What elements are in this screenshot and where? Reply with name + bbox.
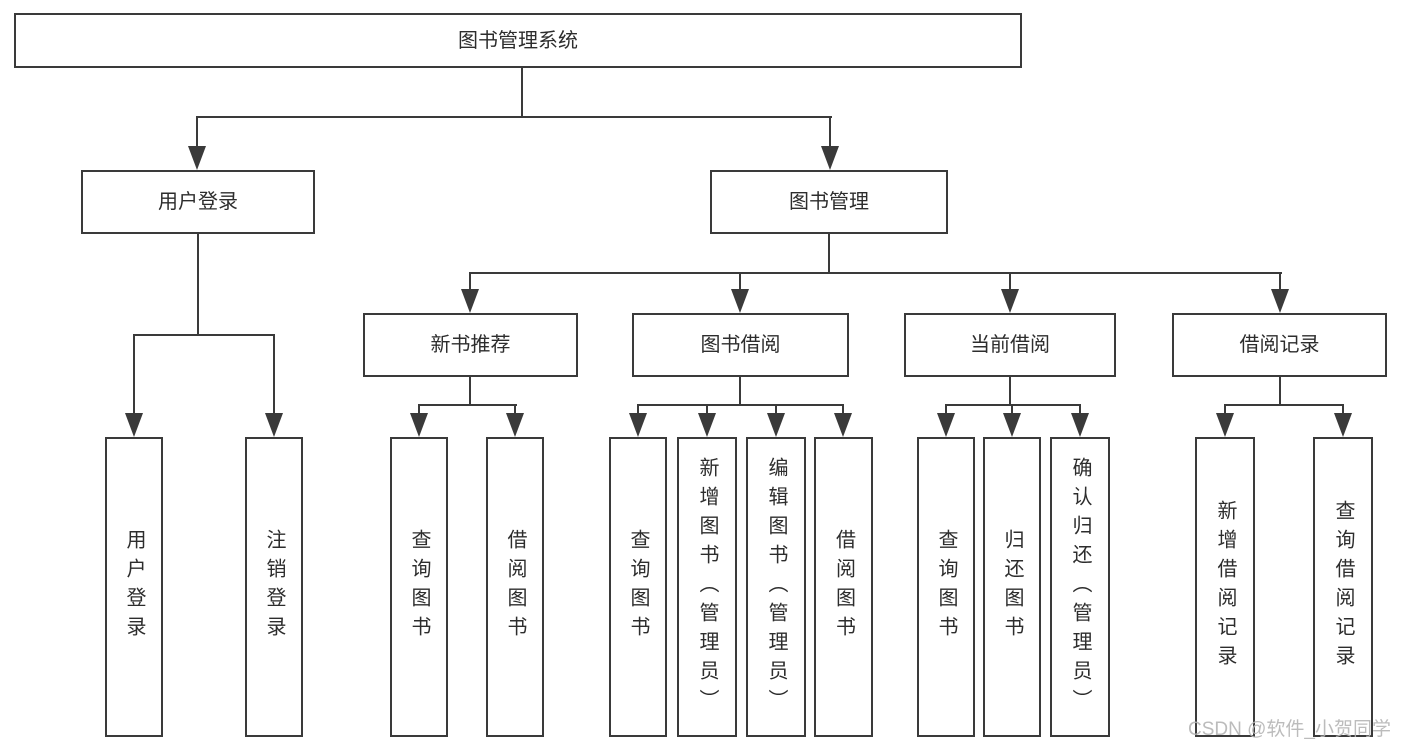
csdn-watermark: CSDN @软件_小贺同学	[1188, 719, 1391, 740]
connector-drop-leaf	[514, 404, 516, 414]
node-label: 图书管理系统	[458, 29, 578, 52]
leaf-user-login: 用户登录	[105, 437, 163, 737]
connector-drop-leaf	[1224, 404, 1226, 414]
node-label: 图书管理	[789, 191, 869, 213]
leaf-label: 新增图书（管理员）	[696, 456, 718, 718]
leaf-borrow-books: 借阅图书	[814, 437, 873, 737]
leaf-return-books: 归还图书	[983, 437, 1041, 737]
leaf-label: 查询图书	[408, 529, 430, 645]
connector-book-mgmt-split	[469, 272, 1282, 274]
node-current-borrowing: 当前借阅	[904, 313, 1116, 377]
leaf-query-books-borrowing: 查询图书	[609, 437, 667, 737]
arrow-down-icon	[937, 413, 955, 437]
connector-drop-current-borrow	[1009, 272, 1011, 289]
connector-stem	[1279, 377, 1281, 406]
leaf-label: 用户登录	[123, 529, 145, 645]
node-book-borrowing: 图书借阅	[632, 313, 849, 377]
connector-drop-leaf	[842, 404, 844, 414]
connector-drop-leaf	[637, 404, 639, 414]
leaf-label: 借阅图书	[504, 529, 526, 645]
arrow-down-icon	[1071, 413, 1089, 437]
connector-drop-leaf	[706, 404, 708, 414]
node-new-book-recommend: 新书推荐	[363, 313, 578, 377]
leaf-confirm-return-admin: 确认归还（管理员）	[1050, 437, 1110, 737]
arrow-down-icon	[1271, 289, 1289, 313]
arrow-down-icon	[731, 289, 749, 313]
arrow-down-icon	[629, 413, 647, 437]
connector-drop-leaf	[133, 334, 135, 414]
leaf-query-borrow-record: 查询借阅记录	[1313, 437, 1373, 737]
leaf-label: 借阅图书	[832, 529, 855, 645]
arrow-down-icon	[125, 413, 143, 437]
leaf-add-books-admin: 新增图书（管理员）	[677, 437, 737, 737]
connector-drop-book-mgmt	[829, 116, 831, 147]
arrow-down-icon	[506, 413, 524, 437]
arrow-down-icon	[265, 413, 283, 437]
connector-root-split	[196, 116, 832, 118]
connector-drop-leaf	[775, 404, 777, 414]
leaf-label: 查询图书	[935, 529, 957, 645]
arrow-down-icon	[1334, 413, 1352, 437]
connector-split	[418, 404, 517, 406]
node-label: 新书推荐	[430, 334, 511, 356]
connector-drop-leaf	[1011, 404, 1013, 414]
connector-drop-user-login	[196, 116, 198, 147]
leaf-add-borrow-record: 新增借阅记录	[1195, 437, 1255, 737]
leaf-label: 查询借阅记录	[1332, 500, 1354, 674]
node-label: 用户登录	[158, 191, 238, 213]
connector-split	[1224, 404, 1344, 406]
arrow-down-icon	[188, 146, 206, 170]
connector-stem	[469, 377, 471, 406]
connector-user-login-split	[133, 334, 275, 336]
leaf-query-books-current: 查询图书	[917, 437, 975, 737]
arrow-down-icon	[767, 413, 785, 437]
node-label: 图书借阅	[700, 334, 781, 356]
arrow-down-icon	[698, 413, 716, 437]
leaf-label: 注销登录	[263, 529, 285, 645]
connector-drop-borrow-records	[1279, 272, 1281, 289]
connector-stem	[1009, 377, 1011, 406]
connector-book-mgmt-stem	[828, 234, 830, 274]
connector-split	[945, 404, 1081, 406]
leaf-logout: 注销登录	[245, 437, 303, 737]
arrow-down-icon	[1003, 413, 1021, 437]
arrow-down-icon	[1001, 289, 1019, 313]
leaf-label: 归还图书	[1001, 529, 1023, 645]
node-book-management: 图书管理	[710, 170, 948, 234]
leaf-label: 查询图书	[627, 529, 649, 645]
leaf-label: 编辑图书（管理员）	[765, 456, 787, 718]
connector-drop-new-books	[469, 272, 471, 289]
leaf-label: 确认归还（管理员）	[1069, 456, 1091, 718]
arrow-down-icon	[821, 146, 839, 170]
node-user-login: 用户登录	[81, 170, 315, 234]
connector-root-stem	[521, 67, 523, 118]
arrow-down-icon	[1216, 413, 1234, 437]
connector-drop-book-borrow	[739, 272, 741, 289]
leaf-borrow-books-recommend: 借阅图书	[486, 437, 544, 737]
node-label: 当前借阅	[970, 334, 1050, 356]
node-borrowing-records: 借阅记录	[1172, 313, 1387, 377]
arrow-down-icon	[461, 289, 479, 313]
connector-drop-leaf	[945, 404, 947, 414]
connector-drop-leaf	[418, 404, 420, 414]
node-library-management-system: 图书管理系统	[14, 13, 1022, 68]
node-label: 借阅记录	[1239, 334, 1320, 356]
arrow-down-icon	[410, 413, 428, 437]
leaf-query-books-recommend: 查询图书	[390, 437, 448, 737]
leaf-label: 新增借阅记录	[1214, 500, 1236, 674]
connector-drop-leaf	[1342, 404, 1344, 414]
connector-split	[637, 404, 844, 406]
connector-stem	[739, 377, 741, 406]
connector-user-login-stem	[197, 234, 199, 336]
leaf-edit-books-admin: 编辑图书（管理员）	[746, 437, 806, 737]
arrow-down-icon	[834, 413, 852, 437]
connector-drop-leaf	[273, 334, 275, 414]
connector-drop-leaf	[1079, 404, 1081, 414]
